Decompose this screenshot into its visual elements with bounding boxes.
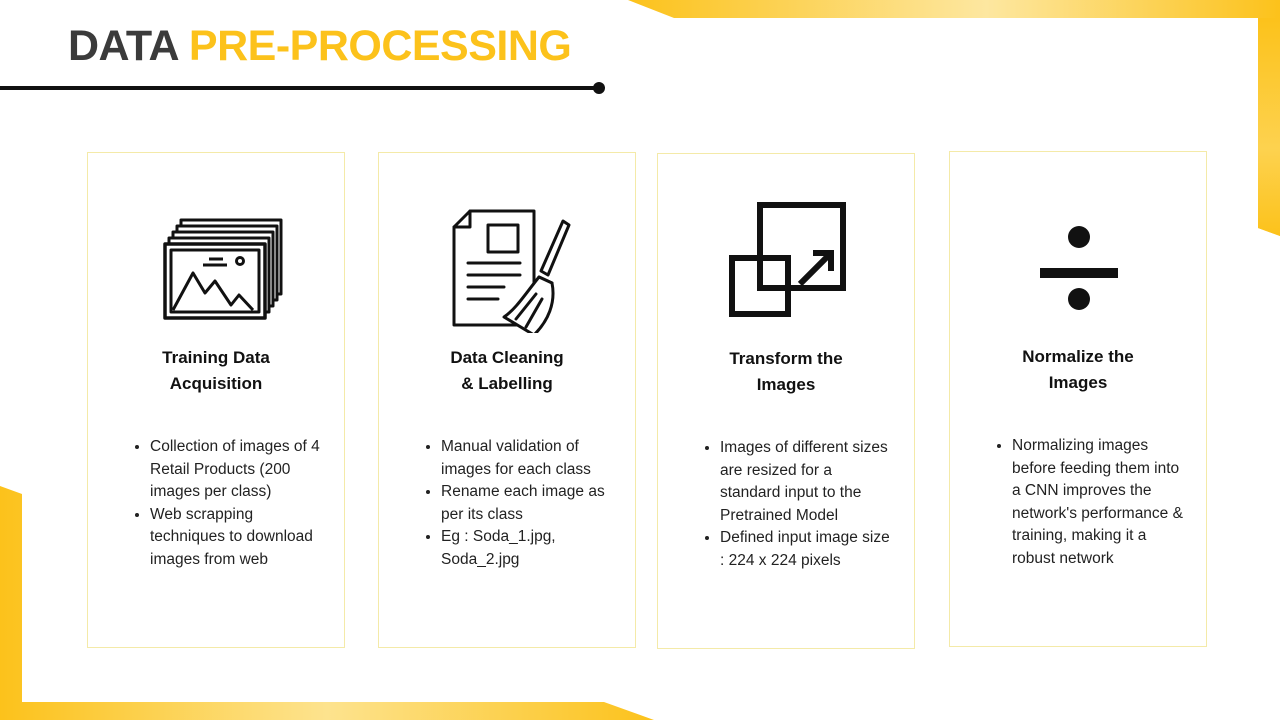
title-underline-dot [593,82,605,94]
list-item: Manual validation of images for each cla… [441,436,615,481]
list-item: Collection of images of 4 Retail Product… [150,436,324,504]
bullet-list: Collection of images of 4 Retail Product… [120,436,324,571]
bullet-list: Normalizing images before feeding them i… [982,435,1186,570]
title-part-dark: DATA [68,22,178,70]
division-icon [1009,192,1149,332]
list-item: Rename each image as per its class [441,481,615,526]
list-item: Images of different sizes are resized fo… [720,437,894,527]
list-item: Eg : Soda_1.jpg, Soda_2.jpg [441,526,615,571]
list-item: Normalizing images before feeding them i… [1012,435,1186,570]
card-data-cleaning-labelling: Data Cleaning& Labelling Manual validati… [378,152,636,648]
document-broom-icon [438,193,578,333]
page-title: DATA PRE-PROCESSING [68,22,572,71]
card-title: Data Cleaning& Labelling [450,348,564,393]
title-part-accent: PRE-PROCESSING [188,22,572,70]
bullet-list: Manual validation of images for each cla… [411,436,615,571]
resize-expand-icon [717,194,857,334]
bullet-list: Images of different sizes are resized fo… [690,437,894,572]
list-item: Defined input image size : 224 x 224 pix… [720,527,894,572]
title-underline [0,86,598,90]
image-stack-icon [147,193,287,333]
list-item: Web scrapping techniques to download ima… [150,504,324,572]
frame-right-edge [1258,18,1280,236]
